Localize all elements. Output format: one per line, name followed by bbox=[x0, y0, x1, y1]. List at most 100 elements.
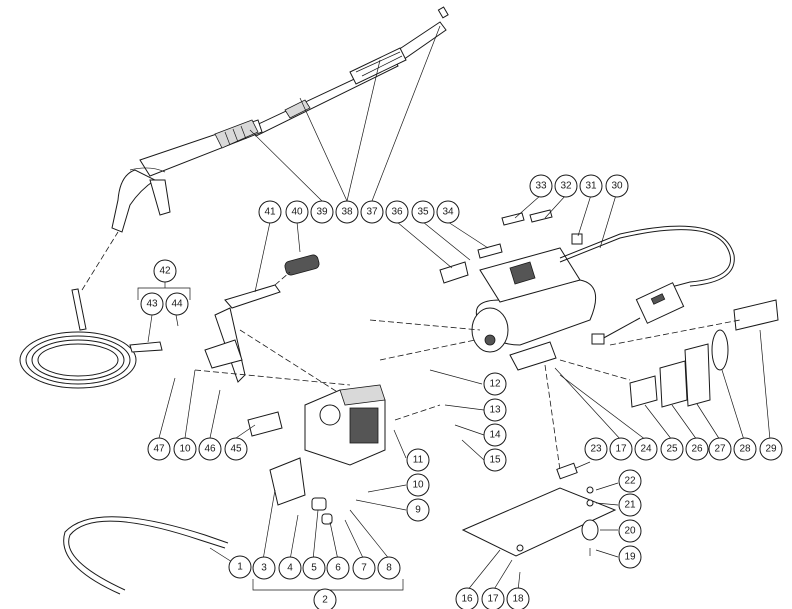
callout-20: 20 bbox=[618, 519, 642, 543]
callout-31: 31 bbox=[579, 174, 603, 198]
svg-text:21: 21 bbox=[624, 500, 636, 511]
svg-text:13: 13 bbox=[489, 405, 501, 416]
decals bbox=[247, 209, 779, 437]
callout-36: 36 bbox=[385, 200, 409, 224]
svg-text:17: 17 bbox=[487, 594, 499, 605]
handle-grip bbox=[274, 254, 320, 286]
svg-text:36: 36 bbox=[391, 207, 403, 218]
callout-15: 15 bbox=[483, 448, 507, 472]
svg-text:15: 15 bbox=[489, 455, 501, 466]
svg-text:33: 33 bbox=[535, 181, 547, 192]
svg-text:7: 7 bbox=[361, 563, 367, 574]
callout-22: 22 bbox=[618, 469, 642, 493]
svg-text:24: 24 bbox=[640, 444, 652, 455]
svg-text:3: 3 bbox=[261, 563, 267, 574]
svg-text:5: 5 bbox=[311, 563, 317, 574]
svg-text:43: 43 bbox=[146, 299, 158, 310]
svg-text:42: 42 bbox=[159, 266, 171, 277]
callout-39: 39 bbox=[310, 200, 334, 224]
svg-text:14: 14 bbox=[489, 430, 501, 441]
callout-47: 47 bbox=[147, 437, 171, 461]
svg-text:31: 31 bbox=[585, 181, 597, 192]
callout-45: 45 bbox=[224, 437, 248, 461]
callout-13: 13 bbox=[483, 398, 507, 422]
svg-text:4: 4 bbox=[287, 563, 293, 574]
svg-text:40: 40 bbox=[291, 207, 303, 218]
callout-2: 2 bbox=[313, 588, 337, 609]
svg-text:18: 18 bbox=[512, 594, 524, 605]
callout-30: 30 bbox=[605, 174, 629, 198]
callout-28: 28 bbox=[733, 437, 757, 461]
svg-text:47: 47 bbox=[153, 444, 165, 455]
svg-text:16: 16 bbox=[461, 594, 473, 605]
callout-40: 40 bbox=[285, 200, 309, 224]
svg-text:8: 8 bbox=[386, 563, 392, 574]
svg-text:22: 22 bbox=[624, 476, 636, 487]
leader-lines bbox=[137, 25, 771, 592]
svg-text:39: 39 bbox=[316, 207, 328, 218]
power-cord bbox=[559, 225, 735, 345]
callout-6: 6 bbox=[326, 556, 350, 580]
callout-33: 33 bbox=[529, 174, 553, 198]
base-plate bbox=[461, 462, 617, 557]
svg-text:28: 28 bbox=[739, 444, 751, 455]
svg-text:23: 23 bbox=[590, 444, 602, 455]
inlet-hose bbox=[63, 516, 229, 595]
callout-16: 16 bbox=[455, 587, 479, 609]
callout-18: 18 bbox=[506, 587, 530, 609]
svg-text:30: 30 bbox=[611, 181, 623, 192]
electric-motor bbox=[471, 247, 597, 371]
callout-17-right: 17 bbox=[609, 437, 633, 461]
handle-frame bbox=[194, 284, 351, 401]
callout-27: 27 bbox=[708, 437, 732, 461]
callout-8: 8 bbox=[377, 556, 401, 580]
svg-text:37: 37 bbox=[366, 207, 378, 218]
svg-text:2: 2 bbox=[322, 595, 328, 606]
svg-text:26: 26 bbox=[691, 444, 703, 455]
callout-17-bottom: 17 bbox=[481, 587, 505, 609]
svg-text:32: 32 bbox=[560, 181, 572, 192]
callout-19: 19 bbox=[618, 545, 642, 569]
spray-gun bbox=[111, 119, 263, 233]
spray-wand bbox=[249, 6, 449, 137]
callouts: 1 2 3 4 5 6 7 8 9 10 10 11 12 13 14 15 1… bbox=[140, 174, 783, 609]
callout-11: 11 bbox=[406, 448, 430, 472]
high-pressure-hose bbox=[19, 231, 163, 389]
callout-34: 34 bbox=[436, 200, 460, 224]
svg-text:10: 10 bbox=[179, 444, 191, 455]
callout-42: 42 bbox=[153, 259, 177, 283]
callout-4: 4 bbox=[278, 556, 302, 580]
svg-text:35: 35 bbox=[417, 207, 429, 218]
svg-text:9: 9 bbox=[415, 505, 421, 516]
svg-text:1: 1 bbox=[237, 562, 243, 573]
pump bbox=[269, 384, 386, 525]
callout-43: 43 bbox=[140, 292, 164, 316]
callout-3: 3 bbox=[252, 556, 276, 580]
callout-44: 44 bbox=[165, 292, 189, 316]
callout-14: 14 bbox=[483, 423, 507, 447]
svg-text:38: 38 bbox=[341, 207, 353, 218]
assembly-guides bbox=[369, 319, 741, 471]
svg-text:46: 46 bbox=[204, 444, 216, 455]
callout-24: 24 bbox=[634, 437, 658, 461]
callout-10-left: 10 bbox=[173, 437, 197, 461]
svg-text:41: 41 bbox=[264, 207, 276, 218]
callout-9: 9 bbox=[406, 498, 430, 522]
svg-text:20: 20 bbox=[624, 526, 636, 537]
svg-text:45: 45 bbox=[230, 444, 242, 455]
callout-21: 21 bbox=[618, 493, 642, 517]
svg-text:11: 11 bbox=[413, 455, 424, 466]
callout-29: 29 bbox=[759, 437, 783, 461]
svg-text:10: 10 bbox=[412, 480, 424, 491]
callout-1: 1 bbox=[228, 555, 252, 579]
svg-text:27: 27 bbox=[714, 444, 726, 455]
svg-text:25: 25 bbox=[666, 444, 678, 455]
svg-text:6: 6 bbox=[335, 563, 341, 574]
callout-41: 41 bbox=[258, 200, 282, 224]
callout-7: 7 bbox=[352, 556, 376, 580]
svg-text:19: 19 bbox=[624, 552, 636, 563]
callout-26: 26 bbox=[685, 437, 709, 461]
svg-text:12: 12 bbox=[489, 379, 501, 390]
callout-12: 12 bbox=[483, 372, 507, 396]
